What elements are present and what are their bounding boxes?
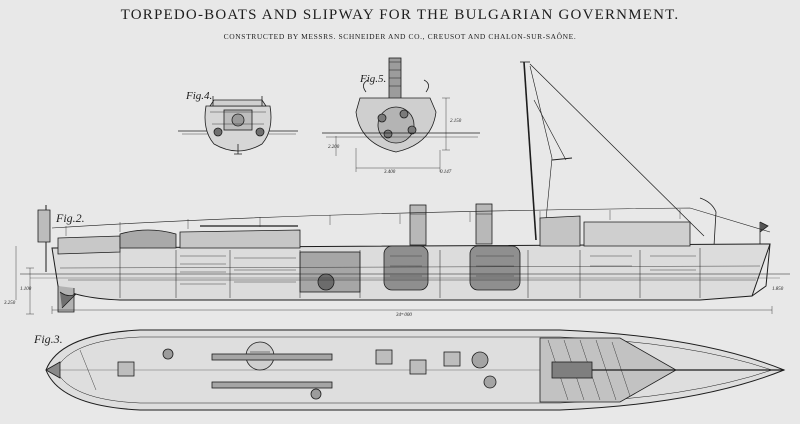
fig4-cross-section (178, 96, 298, 155)
depth-section-dimension: 2.150 (450, 119, 462, 124)
page-title: TORPEDO-BOATS AND SLIPWAY FOR THE BULGAR… (120, 7, 680, 23)
depth-dimension: 3.250 (4, 301, 16, 306)
fig5-cross-section (322, 57, 480, 172)
fig3-plan-view (45, 329, 786, 411)
length-dimension: 34ᵐ 000 (396, 313, 412, 318)
fig2-label: Fig.2. (55, 211, 85, 225)
fig2-side-elevation (15, 61, 790, 315)
draught-dimension: 1.100 (20, 287, 32, 292)
fig5-label: Fig.5. (359, 73, 386, 85)
beam-section-dimension: 3.400 (384, 170, 396, 175)
fig3-label: Fig.3. (33, 332, 63, 346)
small-dimension: 0.147 (440, 170, 452, 175)
page-subtitle: CONSTRUCTED BY MESSRS. SCHNEIDER AND CO.… (223, 32, 577, 41)
bow-dimension: 1.850 (772, 287, 784, 292)
side-dimension: 2.200 (328, 145, 340, 150)
fig4-label: Fig.4. (185, 90, 212, 102)
